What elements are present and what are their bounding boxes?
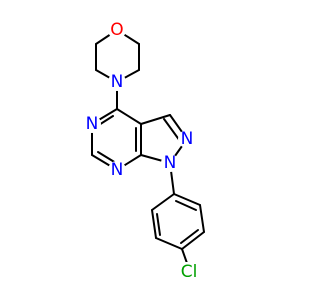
pyrimidine-nitrogen-7: N	[108, 160, 126, 180]
chlorine-atom: Cl	[176, 262, 202, 282]
bond	[116, 108, 142, 125]
bond	[151, 209, 157, 239]
bond	[151, 193, 175, 211]
atom-label-layer: O N N N N N Cl	[83, 20, 202, 282]
molecule-structure: O N N N N N Cl	[83, 20, 205, 282]
atom-label-n2: N	[86, 114, 99, 134]
atom-label-cl1: Cl	[181, 262, 198, 282]
pyrazole-nitrogen-1: N	[161, 153, 179, 173]
bond	[181, 231, 205, 250]
bond	[173, 193, 201, 206]
bond	[97, 151, 117, 164]
morpholine-nitrogen-atom: N	[108, 72, 126, 92]
oxygen-atom: O	[108, 20, 126, 40]
bond	[175, 200, 197, 211]
atom-label-n1: N	[111, 72, 124, 92]
atom-label-n3: N	[111, 160, 124, 180]
atom-label-o1: O	[110, 20, 123, 40]
bond	[180, 229, 199, 244]
bond-layer	[90, 29, 205, 267]
bond	[140, 114, 171, 125]
pyrazole-nitrogen-2: N	[178, 129, 196, 149]
bond	[156, 213, 161, 236]
atom-label-n5: N	[164, 153, 177, 173]
bond	[155, 237, 183, 250]
structure-canvas: O N N N N N Cl	[83, 20, 205, 282]
pyrimidine-nitrogen-3: N	[83, 114, 101, 134]
atom-label-n4: N	[181, 129, 194, 149]
bond	[163, 118, 181, 142]
bond	[199, 204, 205, 233]
